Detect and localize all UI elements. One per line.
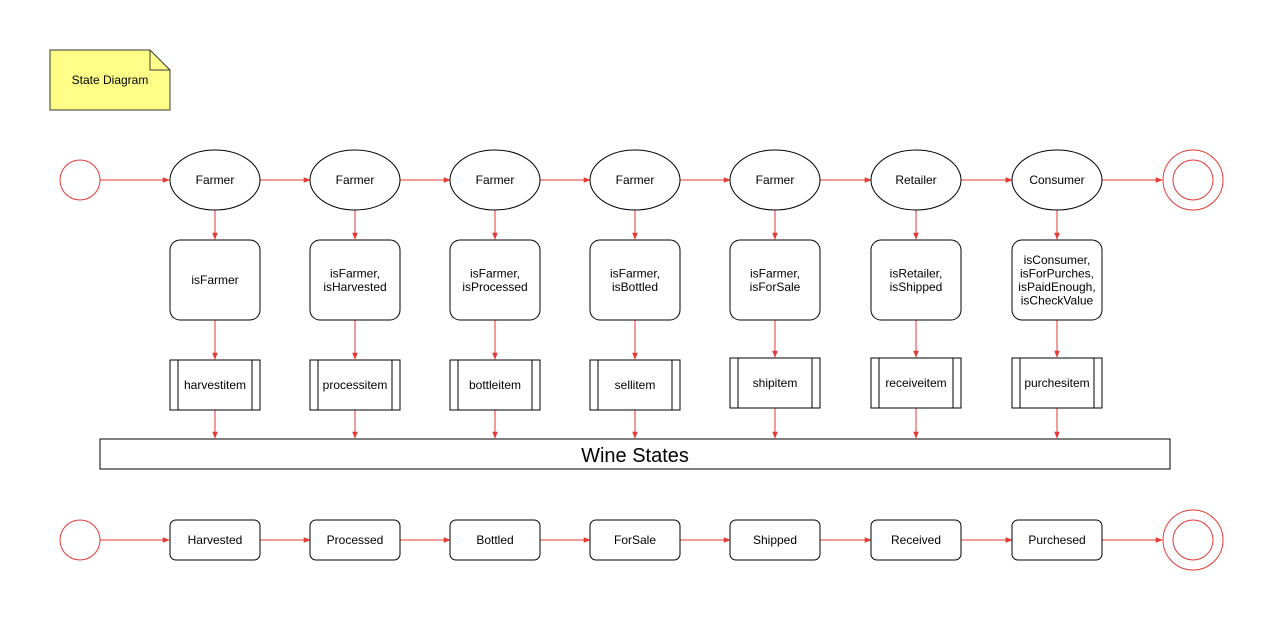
actor-node: Retailer — [870, 149, 962, 211]
condition-node: isConsumer,isForPurches,isPaidEnough,isC… — [1011, 239, 1103, 321]
state-label: Bottled — [476, 533, 513, 547]
wine-state-node: Harvested — [169, 519, 261, 561]
action-label: bottleitem — [469, 378, 521, 392]
actor-label: Farmer — [196, 173, 235, 187]
actor-node: Farmer — [729, 149, 821, 211]
wine-state-node: Shipped — [729, 519, 821, 561]
state-label: Purchesed — [1028, 533, 1085, 547]
actor-label: Consumer — [1029, 173, 1084, 187]
condition-node: isFarmer,isBottled — [589, 239, 681, 321]
condition-text: isRetailer, — [890, 266, 943, 280]
wine-state-node: ForSale — [589, 519, 681, 561]
wine-state-node: Received — [870, 519, 962, 561]
action-node: sellitem — [589, 359, 681, 411]
actor-label: Farmer — [756, 173, 795, 187]
action-label: processitem — [323, 378, 388, 392]
action-node: purchesitem — [1011, 357, 1103, 409]
actor-label: Farmer — [476, 173, 515, 187]
condition-text: isProcessed — [462, 280, 527, 294]
condition-text: isHarvested — [323, 280, 386, 294]
actor-label: Retailer — [895, 173, 936, 187]
condition-node: isRetailer,isShipped — [870, 239, 962, 321]
initial-state-top — [59, 159, 101, 201]
condition-text: isPaidEnough, — [1018, 280, 1095, 294]
action-label: harvestitem — [184, 378, 246, 392]
actor-label: Farmer — [336, 173, 375, 187]
action-label: sellitem — [615, 378, 656, 392]
condition-text: isForPurches, — [1020, 266, 1094, 280]
final-state-bottom — [1162, 509, 1224, 571]
final-state-top — [1162, 149, 1224, 211]
actor-label: Farmer — [616, 173, 655, 187]
action-label: receiveitem — [885, 376, 946, 390]
condition-text: isFarmer, — [470, 266, 520, 280]
action-node: receiveitem — [870, 357, 962, 409]
condition-text: isFarmer, — [330, 266, 380, 280]
wine-state-node: Processed — [309, 519, 401, 561]
condition-node: isFarmer — [169, 239, 261, 321]
action-node: shipitem — [729, 357, 821, 409]
condition-text: isConsumer, — [1024, 253, 1091, 267]
wine-state-node: Purchesed — [1011, 519, 1103, 561]
condition-text: isFarmer, — [610, 266, 660, 280]
actor-node: Consumer — [1011, 149, 1103, 211]
condition-text: isForSale — [750, 280, 801, 294]
wine-states-label: Wine States — [581, 445, 689, 467]
state-label: ForSale — [614, 533, 656, 547]
wine-states-bar: Wine States — [99, 438, 1171, 470]
condition-node: isFarmer,isForSale — [729, 239, 821, 321]
state-diagram-note: State Diagram — [49, 49, 171, 111]
condition-text: isShipped — [890, 280, 943, 294]
condition-node: isFarmer,isProcessed — [449, 239, 541, 321]
action-node: processitem — [309, 359, 401, 411]
action-node: bottleitem — [449, 359, 541, 411]
condition-text: isCheckValue — [1021, 293, 1094, 307]
state-label: Harvested — [188, 533, 243, 547]
action-label: shipitem — [753, 376, 798, 390]
condition-text: isFarmer — [191, 273, 238, 287]
actor-node: Farmer — [589, 149, 681, 211]
action-label: purchesitem — [1024, 376, 1089, 390]
initial-state-bottom — [59, 519, 101, 561]
wine-state-node: Bottled — [449, 519, 541, 561]
actor-node: Farmer — [169, 149, 261, 211]
actor-node: Farmer — [309, 149, 401, 211]
state-label: Processed — [327, 533, 384, 547]
condition-text: isBottled — [612, 280, 658, 294]
action-node: harvestitem — [169, 359, 261, 411]
actor-node: Farmer — [449, 149, 541, 211]
condition-node: isFarmer,isHarvested — [309, 239, 401, 321]
note-text: State Diagram — [72, 73, 149, 87]
state-label: Shipped — [753, 533, 797, 547]
state-label: Received — [891, 533, 941, 547]
condition-text: isFarmer, — [750, 266, 800, 280]
